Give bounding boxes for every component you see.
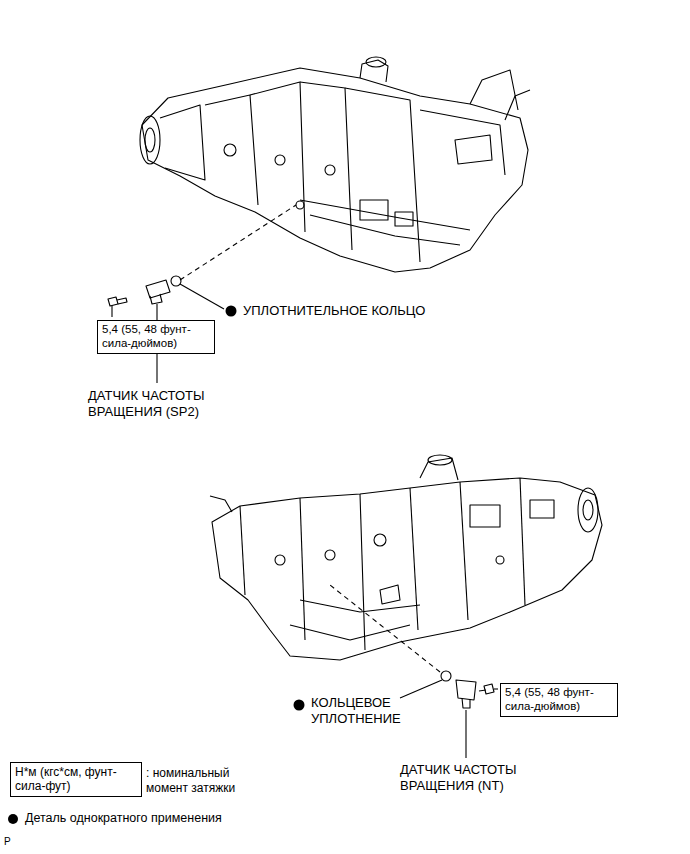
- torque-text: Н*м (кгс*см, фунт-сила-фут): [15, 765, 137, 794]
- part-label: УПЛОТНИТЕЛЬНОЕ КОЛЬЦО: [243, 303, 425, 319]
- torque-box: 5,4 (55, 48 фунт-сила-дюймов): [97, 320, 215, 354]
- legend-text: Деталь однократного применения: [25, 811, 222, 827]
- part-label: КОЛЬЦЕВОЕ УПЛОТНЕНИЕ: [311, 695, 421, 728]
- single-use-dot: [294, 700, 305, 711]
- part-label: : номинальный момент затяжки: [146, 766, 258, 796]
- legend-swatch: [8, 814, 18, 824]
- part-label: P: [4, 836, 11, 849]
- part-label: ДАТЧИК ЧАСТОТЫ ВРАЩЕНИЯ (NT): [400, 762, 535, 795]
- torque-box: 5,4 (55, 48 фунт-сила-дюймов): [500, 683, 618, 717]
- part-label: ДАТЧИК ЧАСТОТЫ ВРАЩЕНИЯ (SP2): [88, 388, 223, 421]
- single-use-dot: [226, 306, 237, 317]
- torque-text: 5,4 (55, 48 фунт-сила-дюймов): [102, 323, 210, 351]
- torque-text: 5,4 (55, 48 фунт-сила-дюймов): [505, 686, 613, 714]
- torque-box: Н*м (кгс*см, фунт-сила-фут): [10, 762, 142, 797]
